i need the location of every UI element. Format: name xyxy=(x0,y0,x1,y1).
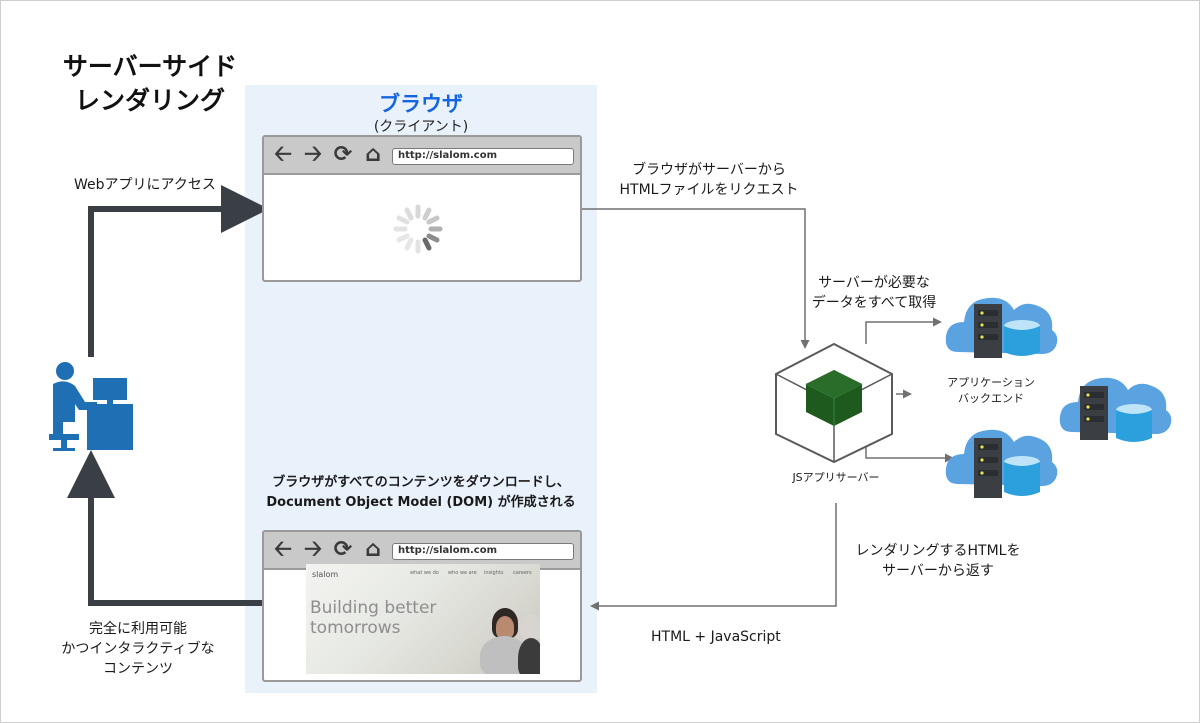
request-label: ブラウザがサーバーから HTMLファイルをリクエスト xyxy=(606,160,812,200)
cloud-database-icon xyxy=(945,297,1058,358)
request-label-line-1: ブラウザがサーバーから xyxy=(632,162,786,178)
site-menu-item: careers xyxy=(513,570,532,576)
content-label-line-2: かつインタラクティブな xyxy=(61,641,215,657)
response-arrow xyxy=(590,503,837,611)
browser-subtitle: (クライアント) xyxy=(373,119,469,135)
person-face xyxy=(496,616,514,638)
forward-arrow-icon[interactable]: 🡢 xyxy=(304,537,322,562)
render-label-line-2: サーバーから返す xyxy=(882,563,994,579)
request-arrow xyxy=(582,208,810,349)
back-arrow-icon[interactable]: 🡠 xyxy=(274,142,292,167)
person-hair-2 xyxy=(520,614,540,640)
site-logo: slalom xyxy=(312,570,339,579)
reload-icon[interactable]: ⟳ xyxy=(333,142,353,167)
dom-label-line-1: ブラウザがすべてのコンテンツをダウンロードし、 xyxy=(272,475,570,490)
content-label-line-1: 完全に利用可能 xyxy=(89,621,187,637)
url-bar[interactable]: http://slalom.com xyxy=(392,148,574,165)
site-menu-item: insights xyxy=(484,570,504,576)
back-arrow-icon[interactable]: 🡠 xyxy=(274,537,292,562)
access-arrow xyxy=(88,185,269,357)
cloud-database-icon xyxy=(1059,377,1172,442)
browser-toolbar: 🡠 🡢 ⟳ ⌂ http://slalom.com xyxy=(264,532,580,570)
browser-toolbar: 🡠 🡢 ⟳ ⌂ http://slalom.com xyxy=(264,137,580,175)
fetch-label-line-1: サーバーが必要な xyxy=(818,275,930,291)
home-icon[interactable]: ⌂ xyxy=(365,537,381,562)
browser-title: ブラウザ xyxy=(379,92,463,116)
render-label: レンダリングするHTMLを サーバーから返す xyxy=(840,541,1036,581)
request-label-line-2: HTMLファイルをリクエスト xyxy=(619,182,799,198)
home-icon[interactable]: ⌂ xyxy=(365,142,381,167)
js-server-label: JSアプリサーバー xyxy=(792,471,880,484)
backend-label-line-1: アプリケーション xyxy=(947,376,1035,389)
browser-window-loading: 🡠 🡢 ⟳ ⌂ http://slalom.com xyxy=(262,135,582,282)
website-screenshot: slalom what we do who we are insights ca… xyxy=(306,564,540,674)
site-menu-item: what we do xyxy=(410,570,439,576)
reload-icon[interactable]: ⟳ xyxy=(333,537,353,562)
backend-label-line-2: バックエンド xyxy=(958,392,1024,405)
fetch-label: サーバーが必要な データをすべて取得 xyxy=(790,273,958,313)
content-label-line-3: コンテンツ xyxy=(103,661,173,677)
fetch-label-line-2: データをすべて取得 xyxy=(811,295,937,311)
content-label: 完全に利用可能 かつインタラクティブな コンテンツ xyxy=(48,619,228,679)
backend-arrow-top xyxy=(865,317,942,344)
dom-label-line-2: Document Object Model (DOM) が作成される xyxy=(266,495,576,510)
title-line-1: サーバーサイド xyxy=(62,52,238,81)
user-at-computer-icon xyxy=(49,362,133,451)
app-server-cube-icon xyxy=(775,342,893,464)
site-headline: Building better tomorrows xyxy=(310,598,436,638)
render-label-line-1: レンダリングするHTMLを xyxy=(855,543,1021,559)
backend-label: アプリケーション バックエンド xyxy=(936,375,1046,407)
headline-line-1: Building better xyxy=(310,598,437,618)
cloud-database-icon xyxy=(945,429,1058,498)
dom-label: ブラウザがすべてのコンテンツをダウンロードし、 Document Object … xyxy=(245,473,597,513)
access-label: Webアプリにアクセス xyxy=(74,177,216,193)
content-return-arrow xyxy=(67,450,262,606)
forward-arrow-icon[interactable]: 🡢 xyxy=(304,142,322,167)
browser-window-rendered: 🡠 🡢 ⟳ ⌂ http://slalom.com slalom what we… xyxy=(262,530,582,682)
person-body-2 xyxy=(518,638,540,674)
site-menu-item: who we are xyxy=(448,570,477,576)
html-js-label: HTML + JavaScript xyxy=(651,629,781,645)
loading-spinner-icon xyxy=(393,204,443,254)
url-bar[interactable]: http://slalom.com xyxy=(392,543,574,560)
diagram-title: サーバーサイド レンダリング xyxy=(40,50,260,118)
title-line-2: レンダリング xyxy=(74,86,225,115)
headline-line-2: tomorrows xyxy=(310,618,401,638)
